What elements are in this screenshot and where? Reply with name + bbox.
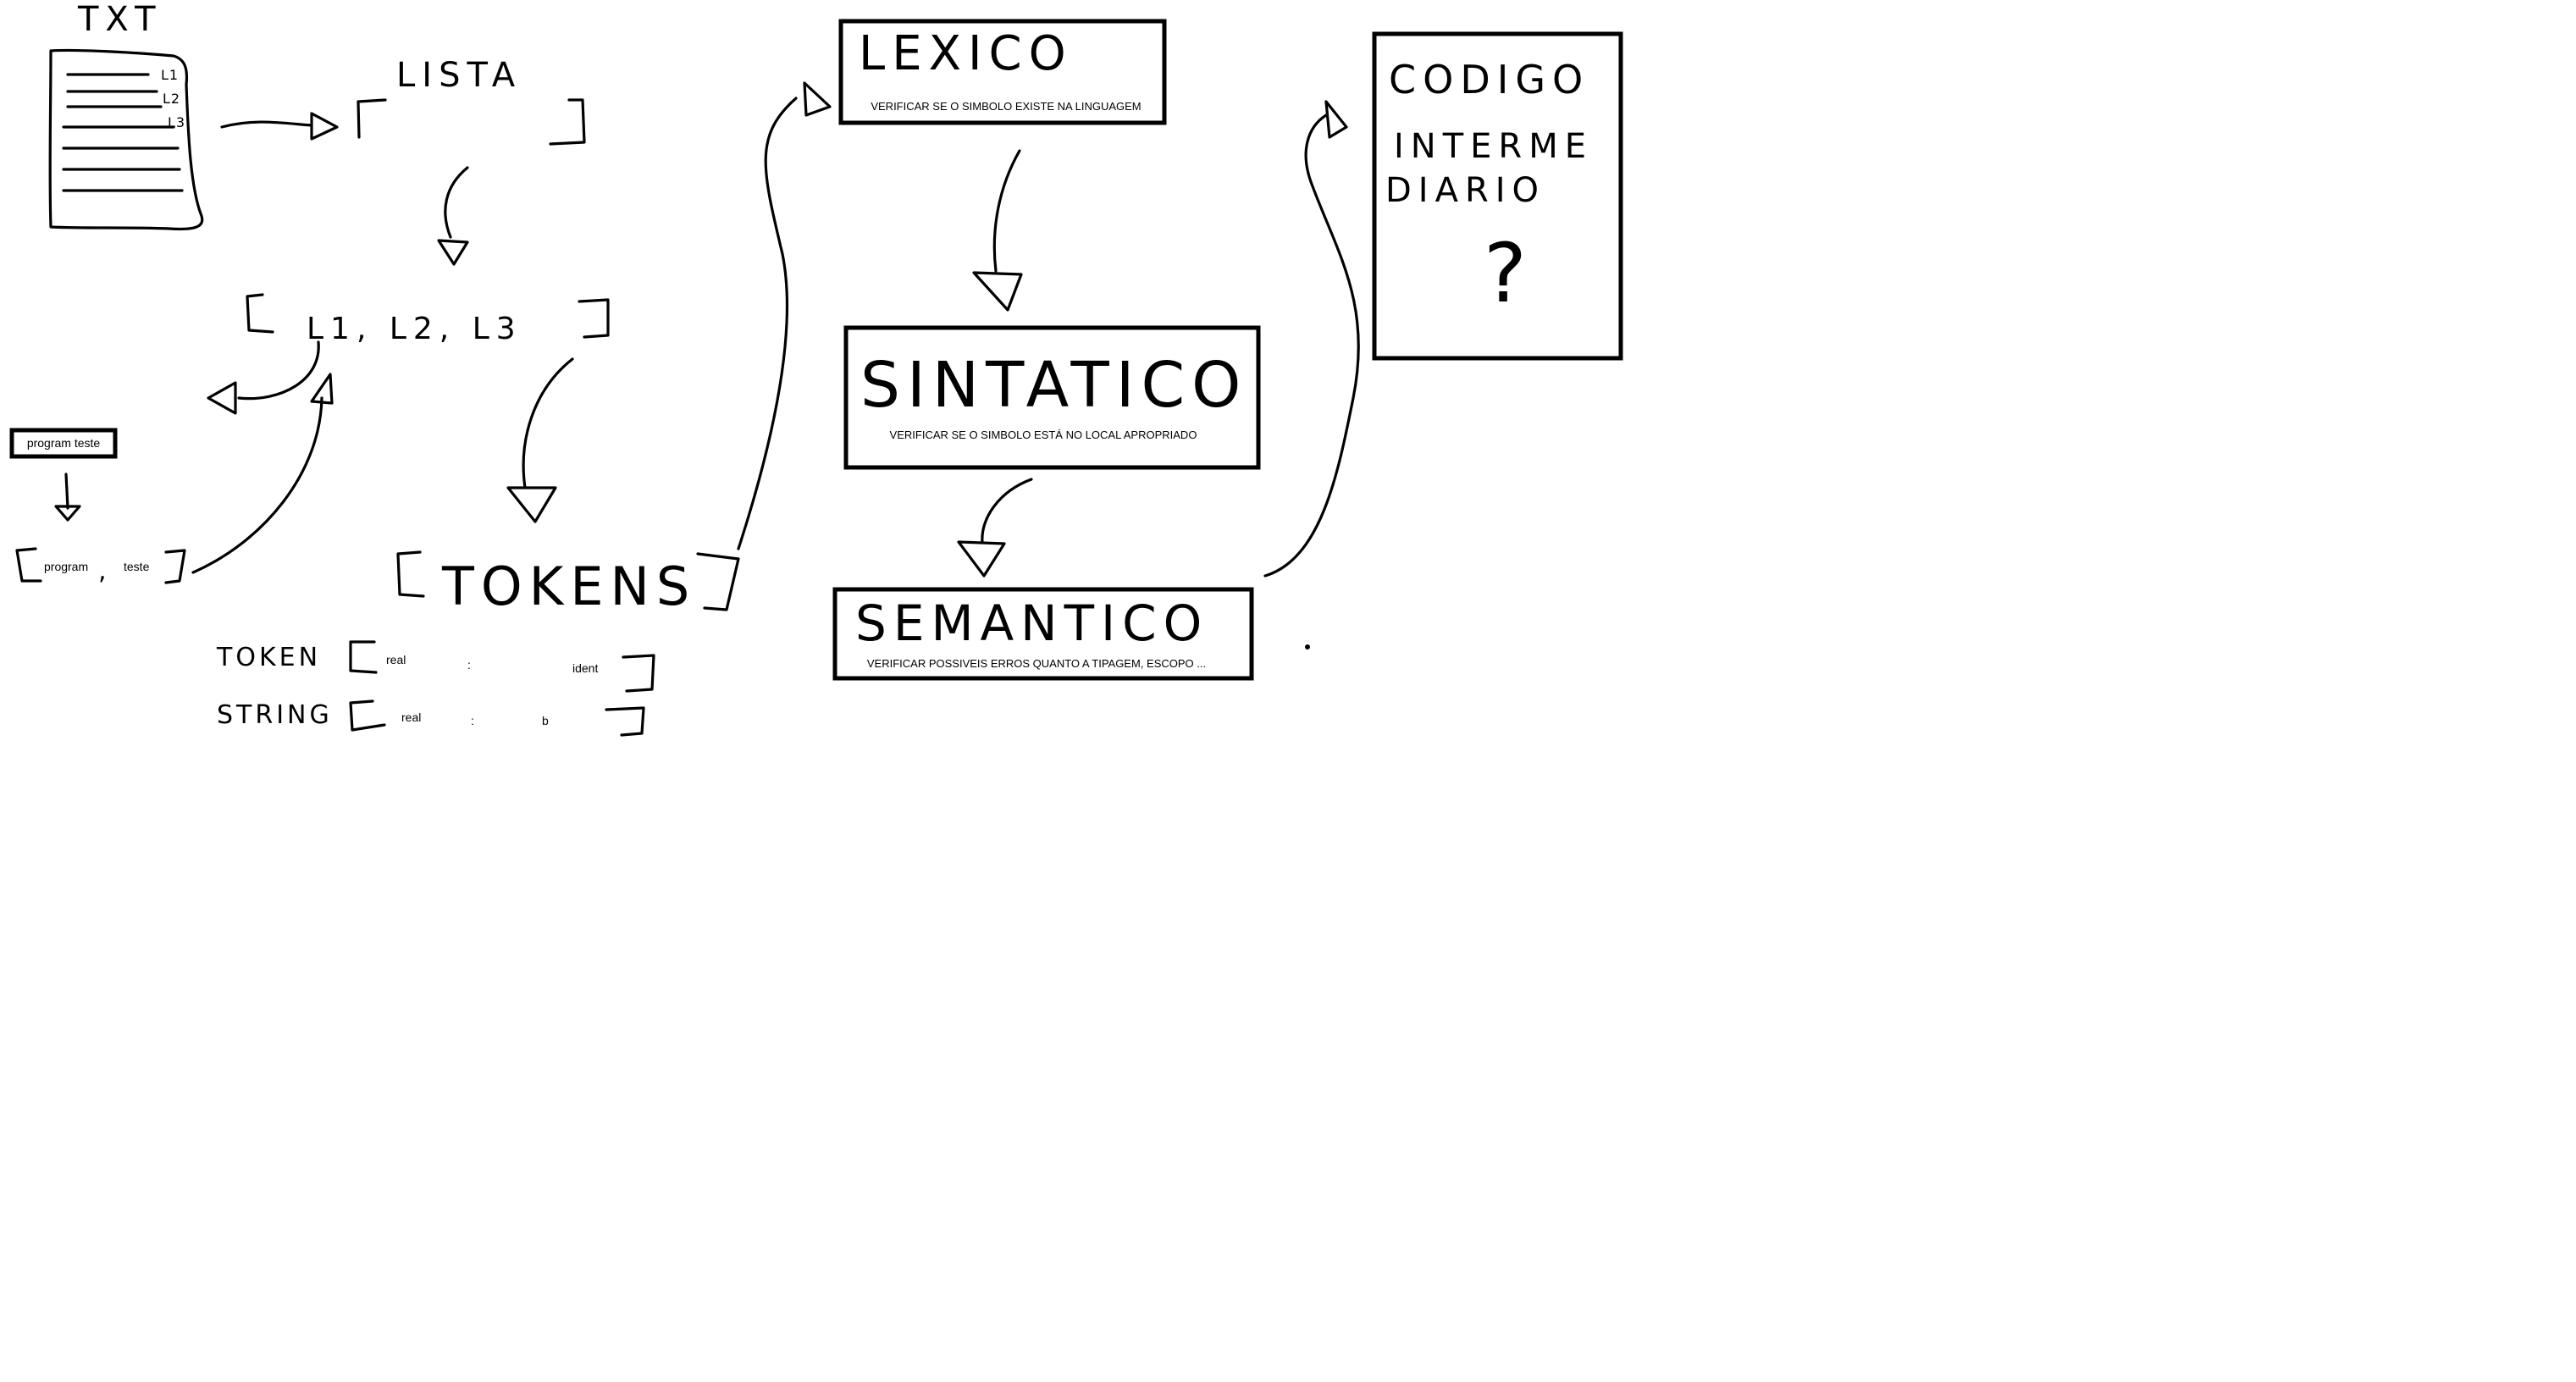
phase-box-lexico <box>838 19 1167 125</box>
phase-description: VERIFICAR SE O SIMBOLO EXISTE NA LINGUAG… <box>871 100 1141 113</box>
phase-title: SEMANTICO <box>855 594 1208 652</box>
example-input-box <box>9 428 118 459</box>
lista-bracket-left <box>357 98 387 139</box>
token-row-label: TOKEN <box>216 643 321 672</box>
arrow-txt-to-lista <box>220 112 339 141</box>
phase-title: LEXICO <box>859 26 1073 81</box>
arrow-lexico-to-sintatico <box>972 149 1023 312</box>
phase-description: VERIFICAR SE O SIMBOLO ESTÁ NO LOCAL APR… <box>890 428 1197 441</box>
example-input-text: program teste <box>27 436 101 450</box>
token-row-left: real <box>386 653 406 666</box>
list-bracket-left <box>246 293 274 334</box>
arrow-semantico-to-intermediate <box>1263 100 1360 578</box>
example-item: teste <box>124 560 150 573</box>
phase-description: VERIFICAR POSSIVEIS ERROS QUANTO A TIPAG… <box>867 657 1206 670</box>
arrow-sintatico-to-semantico <box>957 478 1033 578</box>
phase-box-semantico <box>832 587 1254 681</box>
phase-box-sintatico <box>843 325 1261 470</box>
intermediate-line: DIARIO <box>1385 171 1545 210</box>
string-row-bracket-right <box>605 706 645 737</box>
arrow-example-to-list <box>191 373 334 574</box>
question-mark: ? <box>1484 226 1534 321</box>
intermediate-code-box <box>1372 31 1623 361</box>
token-row-sep: : <box>467 658 471 672</box>
tokens-bracket-left <box>396 550 425 598</box>
arrow-lista-down <box>437 166 469 266</box>
example-bracket-right <box>164 549 186 584</box>
txt-lines <box>62 73 184 192</box>
txt-line-label: L3 <box>168 114 185 130</box>
token-row-right: ident <box>572 661 598 675</box>
arrow-list-to-tokens <box>506 357 574 523</box>
tokens-bracket-right <box>696 552 740 611</box>
token-row-bracket-left <box>349 640 378 674</box>
lista-bracket-right <box>549 98 586 146</box>
string-row-label: STRING <box>217 700 333 730</box>
string-row-bracket-left <box>349 699 386 732</box>
list-bracket-right <box>578 298 610 339</box>
string-row-right: b <box>542 714 549 727</box>
arrow-example-down <box>54 473 81 522</box>
arrow-tokens-to-lexico <box>737 81 832 550</box>
txt-line-label: L1 <box>161 67 179 83</box>
example-bracket-left <box>15 547 42 583</box>
lista-content: L1, L2, L3 <box>307 312 522 346</box>
lista-title: LISTA <box>396 56 522 95</box>
tokens-title: TOKENS <box>441 556 696 617</box>
arrow-list-to-left <box>207 340 320 415</box>
intermediate-line: CODIGO <box>1389 57 1589 102</box>
token-row-bracket-right <box>622 654 655 693</box>
example-comma: , <box>98 556 113 586</box>
string-row-left: real <box>401 710 421 724</box>
string-row-sep: : <box>471 714 474 727</box>
txt-line-label: L2 <box>163 91 180 107</box>
txt-title: TXT <box>77 0 163 39</box>
stray-dot <box>1305 644 1310 650</box>
intermediate-line: INTERME <box>1394 127 1593 166</box>
example-item: program <box>44 560 88 573</box>
txt-document-icon <box>48 48 204 231</box>
phase-title: SINTATICO <box>860 349 1247 422</box>
